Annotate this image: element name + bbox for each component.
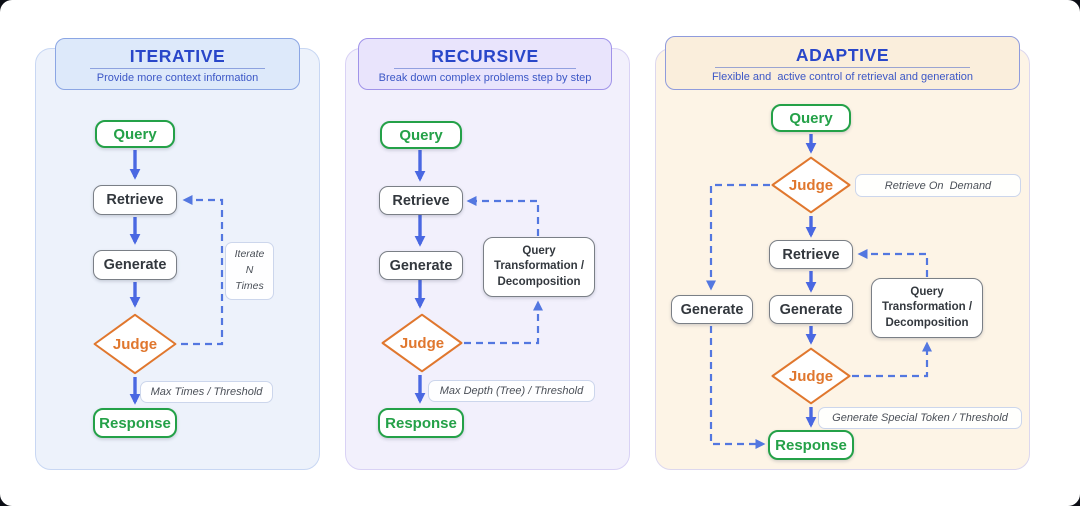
node-label: Retrieve (106, 192, 164, 208)
node-label-line: Query (910, 285, 944, 298)
panel-header-adaptive: ADAPTIVE Flexible and active control of … (665, 36, 1020, 90)
node-label-line: Transformation / (493, 260, 585, 273)
node-retrieve: Retrieve (769, 240, 853, 269)
node-retrieve: Retrieve (93, 185, 177, 215)
node-label-line: Decomposition (497, 275, 581, 288)
diamond-shape (770, 156, 852, 214)
panel-title-recursive: RECURSIVE (431, 45, 539, 66)
node-label: Generate (680, 301, 744, 318)
header-divider (90, 68, 265, 70)
exit-condition-label: Max Times / Threshold (140, 381, 273, 403)
judge-diamond: Judge (380, 313, 464, 373)
node-label: Response (775, 436, 847, 454)
judge-diamond-top: Judge (770, 156, 852, 214)
panel-subtitle-iterative: Provide more context information (96, 72, 259, 85)
node-label: Query (399, 126, 443, 144)
diamond-shape (92, 313, 178, 375)
note-line: N (245, 264, 254, 277)
node-label: Retrieve (392, 192, 450, 209)
node-response: Response (378, 408, 464, 438)
node-label-line: Decomposition (885, 316, 969, 329)
loop-note: Iterate N Times (225, 242, 274, 300)
panel-subtitle-recursive: Break down complex problems step by step (378, 72, 592, 85)
panel-subtitle-adaptive: Flexible and active control of retrieval… (711, 71, 974, 84)
node-label: Generate (779, 301, 843, 318)
node-response: Response (93, 408, 177, 438)
demand-label: Retrieve On Demand (855, 174, 1021, 197)
node-query: Query (771, 104, 851, 132)
transform-box: Query Transformation / Decomposition (871, 278, 983, 338)
node-retrieve: Retrieve (379, 186, 463, 215)
header-divider (715, 67, 970, 69)
node-label: Judge (112, 335, 158, 353)
exit-condition-label: Max Depth (Tree) / Threshold (428, 380, 595, 402)
node-label: Response (385, 414, 457, 432)
node-label: Judge (788, 367, 834, 385)
node-label: Judge (399, 334, 445, 352)
node-label-line: Query (522, 244, 556, 257)
note-line: Generate Special Token / Threshold (832, 412, 1008, 424)
node-query: Query (95, 120, 175, 148)
node-generate-left: Generate (671, 295, 753, 324)
node-generate: Generate (769, 295, 853, 324)
node-generate: Generate (379, 251, 463, 280)
judge-diamond: Judge (92, 313, 178, 375)
node-label: Generate (103, 257, 167, 273)
diamond-shape (770, 347, 852, 405)
node-label: Query (113, 125, 157, 143)
panel-header-recursive: RECURSIVE Break down complex problems st… (358, 38, 612, 90)
panel-header-iterative: ITERATIVE Provide more context informati… (55, 38, 300, 90)
node-label: Response (99, 414, 171, 432)
header-divider (394, 68, 576, 70)
node-label: Judge (788, 176, 834, 194)
node-label: Retrieve (782, 246, 840, 263)
diamond-shape (380, 313, 464, 373)
panel-iterative (35, 48, 320, 470)
node-label: Generate (389, 257, 453, 274)
transform-box: Query Transformation / Decomposition (483, 237, 595, 297)
node-label-line: Transformation / (881, 301, 973, 314)
note-line: Max Times / Threshold (150, 386, 263, 398)
panel-title-iterative: ITERATIVE (129, 45, 226, 66)
judge-diamond-bottom: Judge (770, 347, 852, 405)
node-response: Response (768, 430, 854, 460)
note-line: Times (235, 279, 264, 292)
node-generate: Generate (93, 250, 177, 280)
node-label: Query (789, 109, 833, 127)
note-line: Max Depth (Tree) / Threshold (439, 385, 584, 397)
note-line: Retrieve On Demand (884, 179, 992, 192)
node-query: Query (380, 121, 462, 149)
panel-title-adaptive: ADAPTIVE (795, 44, 890, 65)
exit-condition-label: Generate Special Token / Threshold (818, 407, 1022, 429)
note-line: Iterate (234, 248, 265, 261)
